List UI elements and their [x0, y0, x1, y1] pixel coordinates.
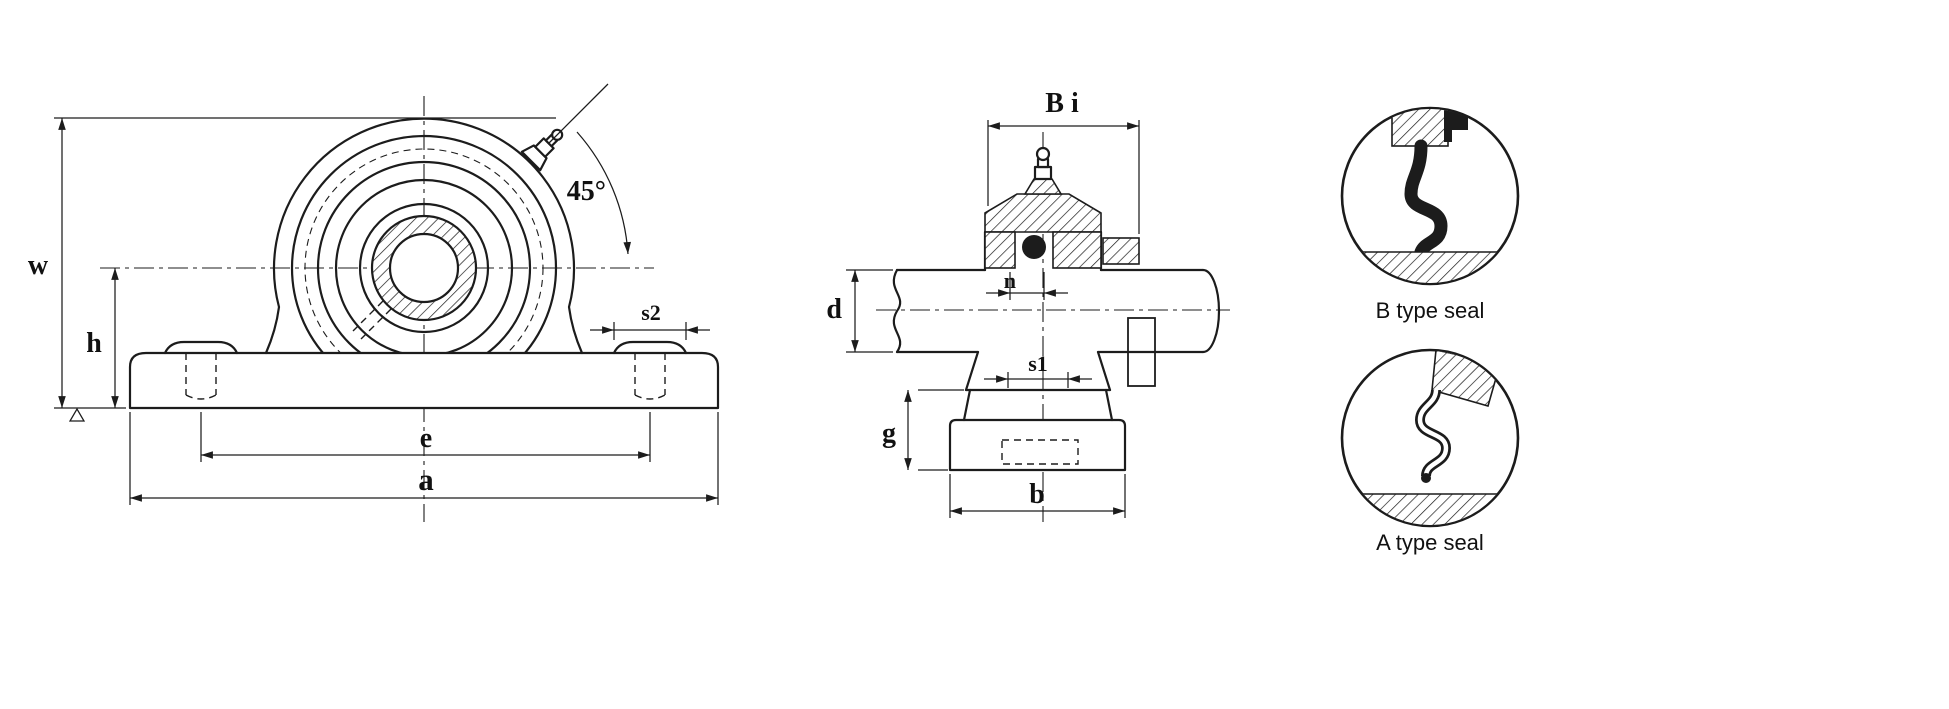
dim-label-a: a — [418, 462, 434, 497]
dim-label-w: w — [28, 250, 49, 281]
front-view: 45° w h s2 e a — [28, 83, 720, 522]
b-seal-label: B type seal — [1376, 298, 1485, 323]
dim-label-e: e — [420, 423, 432, 454]
dim-label-n: n — [1004, 268, 1016, 293]
dim-label-b: b — [1029, 479, 1045, 510]
b-seal-profile — [1404, 139, 1448, 259]
side-view: B i n d s1 g b — [826, 88, 1230, 522]
seal-detail-a: A type seal — [1340, 348, 1520, 555]
a-seal-label: A type seal — [1376, 530, 1484, 555]
dim-label-angle: 45° — [567, 176, 606, 207]
bearing-ball — [1022, 235, 1046, 259]
detail-circle-b — [1340, 106, 1520, 286]
shaft-end — [1201, 268, 1221, 354]
dim-label-bi: B i — [1045, 88, 1079, 119]
detail-circle-a — [1340, 348, 1520, 528]
housing-cap-section — [984, 193, 1102, 233]
lock-collar-section — [1102, 237, 1140, 265]
grease-fitting-side — [1023, 146, 1063, 195]
base-side — [948, 418, 1127, 472]
shaft-break-line — [892, 268, 902, 354]
seal-detail-b: B type seal — [1340, 106, 1520, 323]
dim-label-d: d — [826, 294, 842, 325]
datum-mark — [68, 407, 86, 422]
dim-label-s1: s1 — [1028, 351, 1048, 376]
dim-label-g: g — [882, 418, 896, 449]
base-plate — [128, 351, 720, 410]
dim-label-s2: s2 — [641, 300, 661, 325]
dim-label-h: h — [86, 328, 102, 359]
